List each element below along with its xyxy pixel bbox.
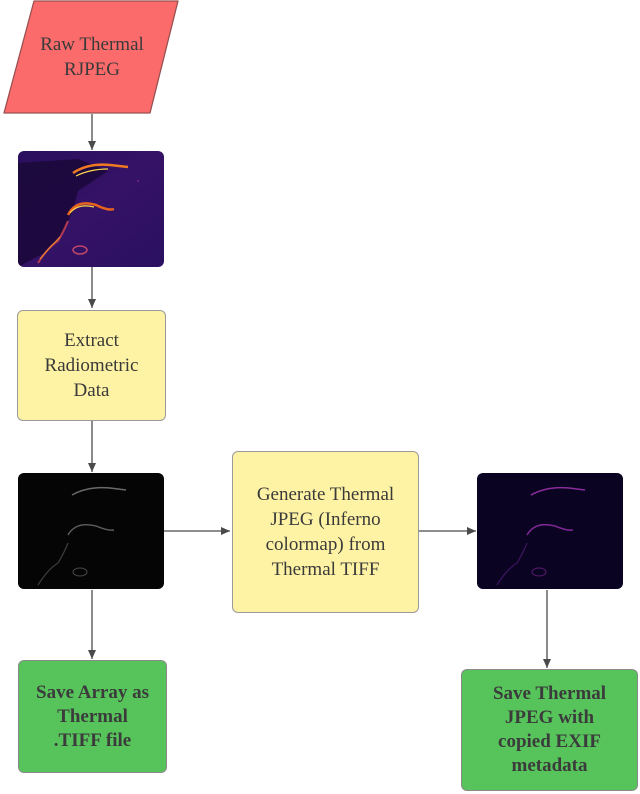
extract-radiometric-label: Extract Radiometric Data — [44, 330, 139, 401]
thermal-raw-image — [18, 151, 164, 267]
save-tiff-label: Save Array as Thermal .TIFF file — [36, 681, 149, 751]
generate-thermal-jpeg-label: Generate Thermal JPEG (Inferno colormap)… — [256, 484, 395, 580]
save-jpeg-label: Save Thermal JPEG with copied EXIF metad… — [492, 683, 607, 776]
generate-thermal-jpeg-node: Generate Thermal JPEG (Inferno colormap)… — [232, 451, 419, 613]
generated-thermal-image — [477, 473, 623, 589]
raw-input-label: Raw Thermal RJPEG — [40, 34, 144, 80]
grayscale-array-image — [18, 473, 164, 589]
raw-input-node: Raw Thermal RJPEG — [2, 0, 182, 114]
extract-radiometric-node: Extract Radiometric Data — [17, 310, 166, 421]
parallelogram-shape — [3, 0, 179, 114]
save-tiff-node: Save Array as Thermal .TIFF file — [18, 660, 167, 773]
save-jpeg-node: Save Thermal JPEG with copied EXIF metad… — [461, 669, 638, 791]
